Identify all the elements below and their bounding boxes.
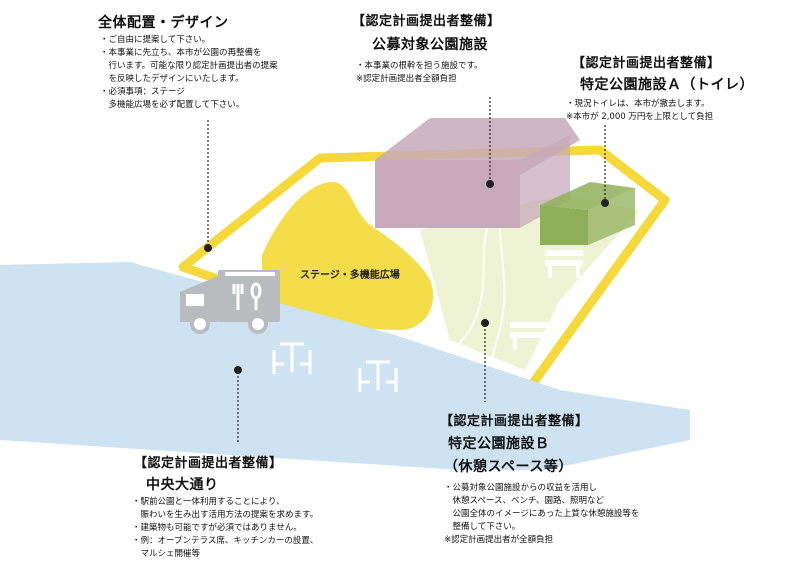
overall-title: 全体配置・デザイン <box>98 15 229 31</box>
note-line: ・本事業の根幹を担う施設です。 <box>356 61 483 71</box>
main-street-notes: ・駅前公園と一体利用することにより、 賑わいを生み出す活用方法の提案を求めます。… <box>132 496 318 561</box>
public-facility-title: 公募対象公園施設 <box>372 37 488 53</box>
facility-a-notes: ・現況トイレは、本市が撤去します。 ※本市が 2,000 万円を上限として負担 <box>566 98 713 124</box>
note-line: ※認定計画提出者が全額負担 <box>444 535 554 545</box>
note-line: 多機能広場を必ず配置して下さい。 <box>100 100 245 110</box>
facility-a-title: 特定公園施設Ａ（トイレ） <box>580 77 754 93</box>
note-line: 整備して下さい。 <box>444 522 521 532</box>
main-street-tag: 【認定計画提出者整備】 <box>134 456 283 471</box>
note-line: ・駅前公園と一体利用することにより、 <box>132 497 285 507</box>
note-line: を反映したデザインにいたします。 <box>100 74 244 84</box>
public-facility-notes: ・本事業の根幹を担う施設です。 ※認定計画提出者全額負担 <box>356 60 483 86</box>
note-line: ・例：オープンテラス席、キッチンカーの設置、 <box>132 536 319 546</box>
kitchen-truck-icon <box>180 270 280 334</box>
park-path <box>439 224 489 361</box>
public-facility-building <box>375 118 580 228</box>
note-line: 賑わいを生み出す活用方法の提案を求めます。 <box>132 510 319 520</box>
main-street <box>0 262 690 470</box>
bench-icon <box>510 322 548 350</box>
public-facility-tag: 【認定計画提出者整備】 <box>352 14 501 29</box>
facility-a-tag: 【認定計画提出者整備】 <box>572 56 721 71</box>
note-line: 行います。可能な限り認定計画提出者の提案 <box>100 61 278 71</box>
note-line: ・公募対象公園施設からの収益を活用し <box>444 483 598 493</box>
note-line: 休憩スペース、ベンチ、園路、照明など <box>444 496 604 506</box>
note-line: ・現況トイレは、本市が撤去します。 <box>566 99 710 109</box>
note-line: 公園全体のイメージにあった上質な休憩施設等を <box>444 509 640 519</box>
facility-b-notes: ・公募対象公園施設からの収益を活用し 休憩スペース、ベンチ、園路、照明など 公園… <box>444 482 639 547</box>
facility-b-tag: 【認定計画提出者整備】 <box>440 414 589 429</box>
note-line: ※認定計画提出者全額負担 <box>356 74 457 84</box>
fork-knife-icon <box>232 282 262 310</box>
note-line: ※本市が 2,000 万円を上限として負担 <box>566 112 714 122</box>
terrace-table-icon <box>358 360 398 392</box>
leader-dots <box>204 180 609 374</box>
note-line: マルシェ開催等 <box>132 549 201 559</box>
main-street-title: 中央大通り <box>146 477 219 493</box>
note-line: ・建築物も可能ですが必須ではありません。 <box>132 523 302 533</box>
bench-icon <box>545 250 583 278</box>
stage-plaza-label: ステージ・多機能広場 <box>300 270 400 281</box>
note-line: ・ご自由に提案して下さい。 <box>100 35 211 45</box>
note-line: ・必須事項：ステージ <box>100 87 185 97</box>
facility-b-title: 特定公園施設Ｂ <box>448 436 550 452</box>
overall-notes: ・ご自由に提案して下さい。・本事業に先立ち、本市が公園の再整備を 行います。可能… <box>100 34 278 112</box>
stage-plaza <box>262 181 434 330</box>
note-line: ・本事業に先立ち、本市が公園の再整備を <box>100 48 262 58</box>
leader-lines <box>207 97 606 442</box>
toilet-building <box>540 182 635 245</box>
terrace-table-icon <box>272 342 312 374</box>
facility-b-subtitle: （休憩スペース等） <box>444 459 573 475</box>
park-path <box>489 227 506 373</box>
